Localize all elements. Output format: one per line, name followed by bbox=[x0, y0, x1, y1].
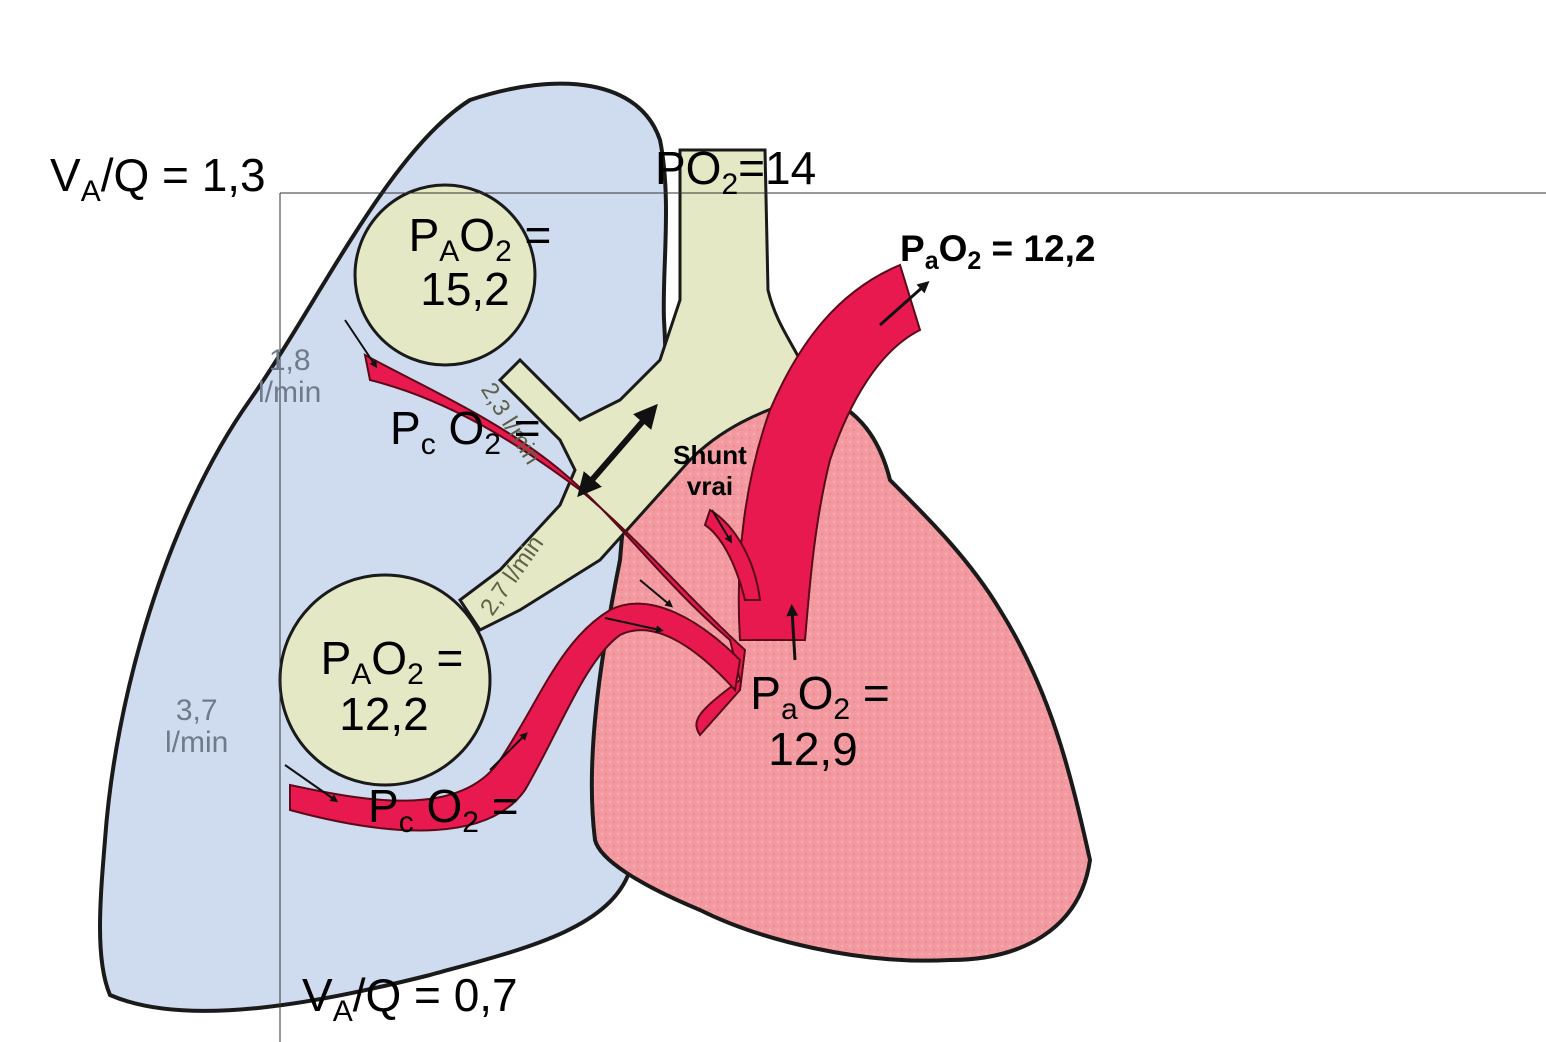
pco2-bottom-sub1: c bbox=[399, 806, 414, 839]
perfusion-top-value: 1,8 bbox=[258, 345, 321, 377]
pao2-arterial-sub1: a bbox=[925, 247, 939, 275]
va-q-top-sub: A bbox=[81, 175, 101, 208]
perfusion-bottom-label: 3,7 l/min bbox=[165, 695, 228, 758]
pco2-bottom-o: O bbox=[414, 780, 463, 832]
pco2-bottom-p: P bbox=[368, 780, 399, 832]
shunt-label: Shunt vrai bbox=[655, 440, 765, 502]
po2-sub: 2 bbox=[721, 168, 738, 201]
va-q-bottom-label: VA/Q = 0,7 bbox=[302, 972, 518, 1018]
shunt-line1: Shunt bbox=[655, 440, 765, 471]
po2-p: PO bbox=[655, 142, 721, 194]
va-q-top-label: VA/Q = 1,3 bbox=[50, 152, 266, 198]
alveolus-bottom-eq: = bbox=[424, 632, 464, 684]
va-q-bottom-rest: /Q = 0,7 bbox=[353, 969, 518, 1021]
pao2-arterial-p: P bbox=[900, 228, 925, 269]
pco2-top-p: P bbox=[390, 402, 421, 454]
pao2-mixed-eq: = bbox=[850, 667, 890, 719]
perfusion-top-label: 1,8 l/min bbox=[258, 345, 321, 408]
pco2-top-o: O bbox=[436, 402, 485, 454]
pao2-arterial-label: PaO2 = 12,2 bbox=[900, 230, 1095, 267]
pco2-top-sub2: 2 bbox=[484, 428, 501, 461]
alveolus-bottom-label: PAO2 = 12,2 bbox=[312, 635, 472, 737]
va-q-bottom-sub: A bbox=[333, 995, 353, 1028]
pao2-arterial-o: O bbox=[939, 228, 968, 269]
pco2-top-eq: = bbox=[501, 402, 541, 454]
pao2-mixed-sub2: 2 bbox=[833, 693, 850, 726]
va-q-bottom-main: V bbox=[302, 969, 333, 1021]
po2-inspired-label: PO2=14 bbox=[655, 145, 816, 191]
alveolus-top-o: O bbox=[459, 209, 495, 261]
pao2-arterial-sub2: 2 bbox=[967, 247, 981, 275]
shunt-line2: vrai bbox=[655, 471, 765, 502]
pco2-bottom-eq: = bbox=[479, 780, 519, 832]
alveolus-bottom-sub2: 2 bbox=[407, 658, 424, 691]
va-q-top-main: V bbox=[50, 149, 81, 201]
alveolus-top-value: 15,2 bbox=[370, 266, 560, 312]
perfusion-bottom-unit: l/min bbox=[165, 727, 228, 759]
pao2-mixed-value: 12,9 bbox=[726, 726, 900, 772]
perfusion-top-unit: l/min bbox=[258, 377, 321, 409]
va-q-top-rest: /Q = 1,3 bbox=[101, 149, 266, 201]
alveolus-bottom-p: P bbox=[321, 632, 352, 684]
pao2-mixed-p: P bbox=[750, 667, 781, 719]
pao2-mixed-o: O bbox=[798, 667, 834, 719]
pao2-mixed-sub1: a bbox=[781, 693, 798, 726]
pco2-bottom-label: Pc O2 = bbox=[368, 783, 519, 829]
po2-rest: =14 bbox=[738, 142, 816, 194]
alveolus-top-eq: = bbox=[512, 209, 552, 261]
alveolus-bottom-o: O bbox=[371, 632, 407, 684]
pco2-bottom-sub2: 2 bbox=[462, 806, 479, 839]
perfusion-bottom-value: 3,7 bbox=[165, 695, 228, 727]
alveolus-top-label: PAO2 = 15,2 bbox=[400, 212, 560, 312]
pao2-mixed-label: PaO2 = 12,9 bbox=[740, 670, 900, 772]
alveolus-top-p: P bbox=[409, 209, 440, 261]
alveolus-bottom-sub1: A bbox=[351, 658, 371, 691]
alveolus-bottom-value: 12,2 bbox=[296, 691, 472, 737]
pco2-top-label: Pc O2 = bbox=[390, 405, 541, 451]
pco2-top-sub1: c bbox=[421, 428, 436, 461]
pao2-arterial-rest: = 12,2 bbox=[981, 228, 1095, 269]
